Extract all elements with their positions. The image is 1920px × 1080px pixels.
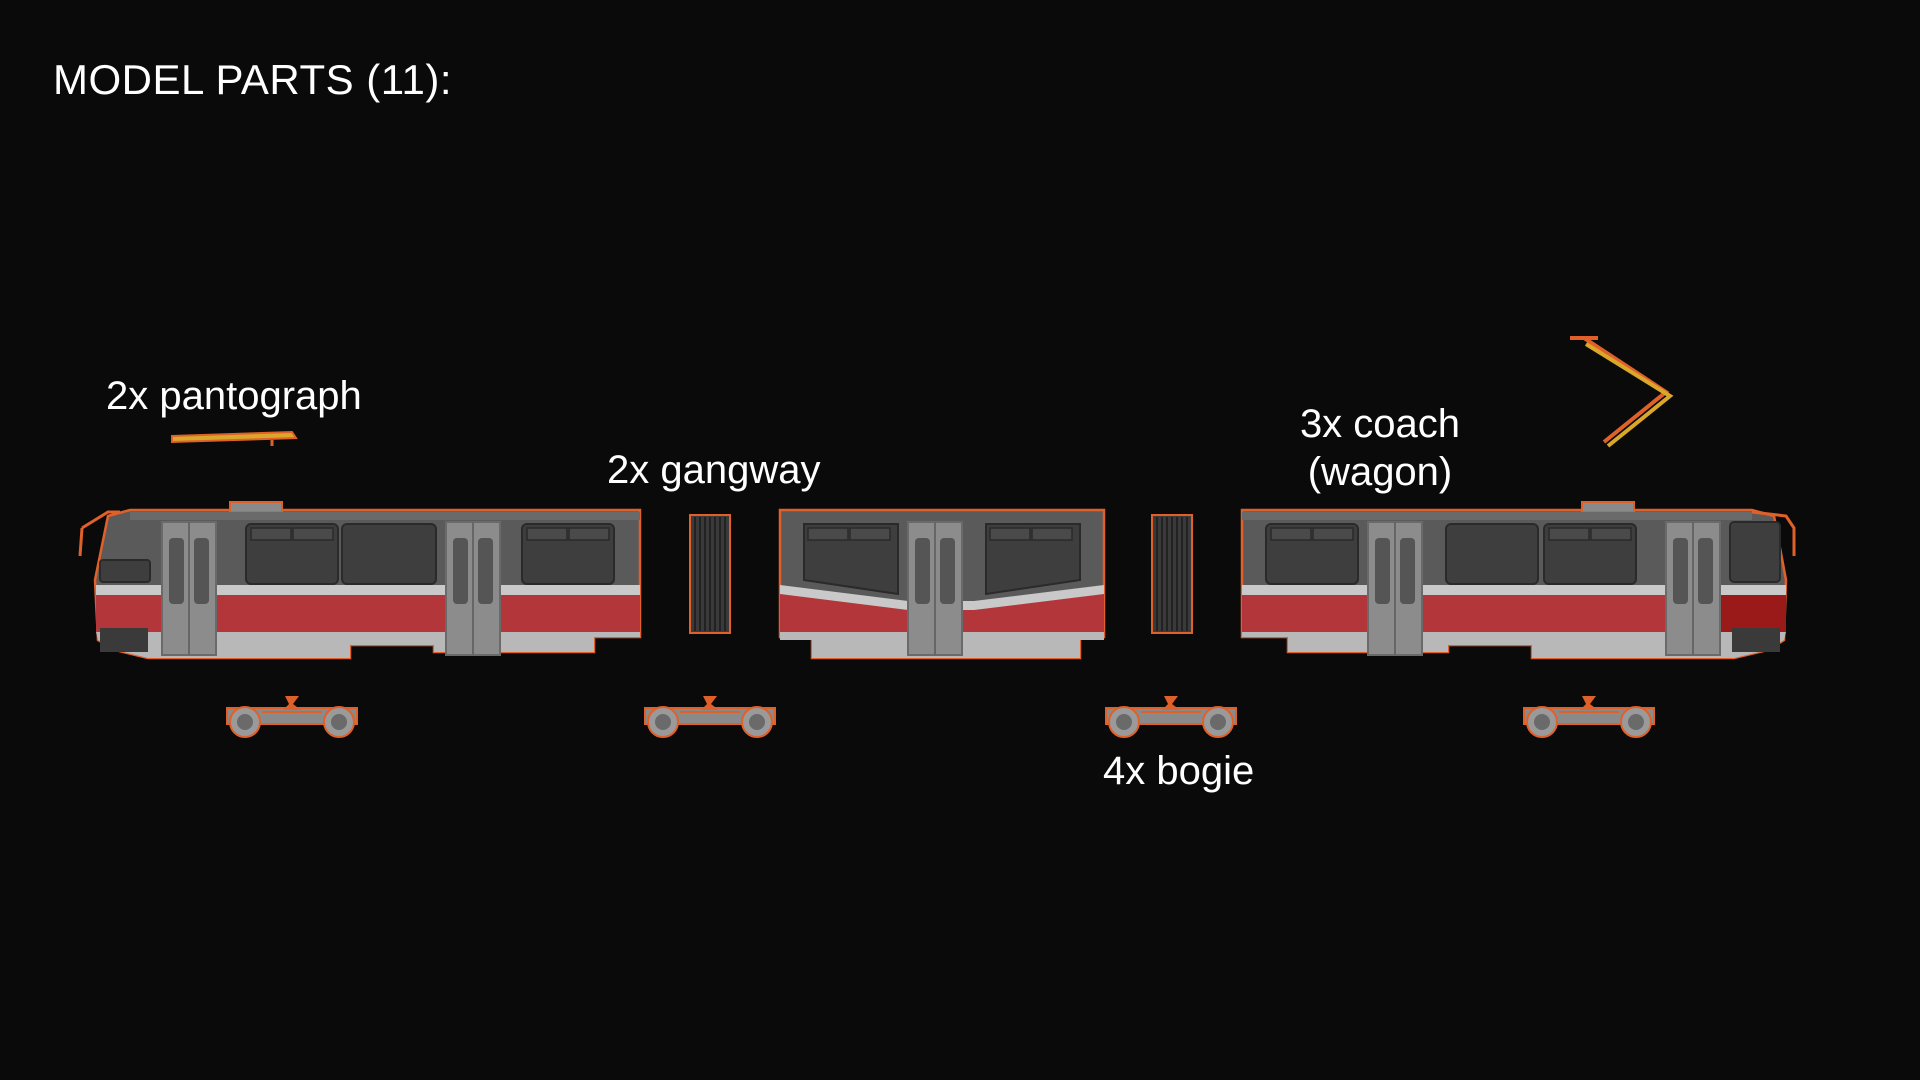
bogie-2 (644, 695, 776, 738)
coach-label: 3x coach (wagon) (1270, 400, 1490, 496)
pantograph-folded (171, 430, 298, 446)
gangway-label: 2x gangway (607, 448, 821, 492)
bogie-3 (1105, 695, 1237, 738)
bogie-label: 4x bogie (1103, 749, 1255, 793)
gangway-1 (689, 514, 731, 634)
coach-middle (778, 508, 1106, 660)
bogie-4 (1523, 695, 1655, 738)
pantograph-label: 2x pantograph (106, 374, 362, 418)
coach-right (1240, 501, 1796, 660)
pantograph-raised (1570, 336, 1674, 448)
page-title: MODEL PARTS (11): (53, 56, 453, 103)
coach-label-line1: 3x coach (1299, 402, 1461, 446)
coach-left (78, 501, 642, 660)
gangway-2 (1151, 514, 1193, 634)
bogie-1 (226, 695, 358, 738)
coach-label-line2: (wagon) (1307, 450, 1453, 494)
